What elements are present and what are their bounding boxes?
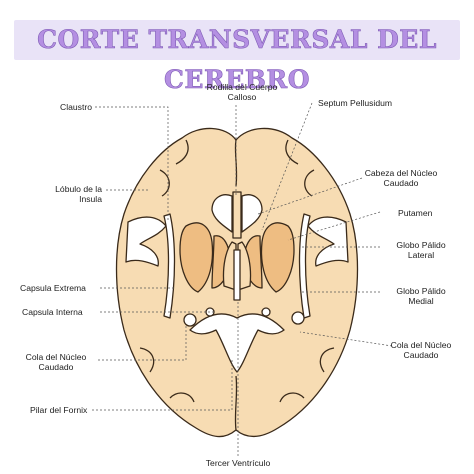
label-globo-palido-medial: Globo Pálido Medial [396, 286, 446, 306]
occipital-sulcus-right [279, 347, 335, 403]
label-claustro: Claustro [60, 102, 92, 112]
label-globo-palido-lateral: Globo Pálido Lateral [396, 240, 446, 260]
fornix-pillar-right [261, 307, 271, 317]
label-cola-nucleo-caudado-right: Cola del Núcleo Caudado [390, 340, 452, 360]
occipital-sulcus-left [139, 347, 195, 403]
label-capsula-interna: Capsula Interna [22, 307, 83, 317]
leader-putamen [287, 211, 381, 241]
leader-septum [261, 102, 313, 231]
leader-cola-right [299, 331, 393, 347]
label-capsula-extrema: Capsula Extrema [20, 283, 86, 293]
label-cola-nucleo-caudado-left: Cola del Núcleo Caudado [25, 352, 87, 372]
lateral-ventricle-left [211, 194, 233, 233]
putamen-right [260, 222, 295, 293]
label-cabeza-nucleo-caudado: Cabeza del Núcleo Caudado [364, 168, 438, 188]
septum-pellucidum [232, 191, 242, 239]
lateral-sulcus-right [307, 216, 349, 267]
leader-pilar [92, 360, 233, 411]
longitudinal-fissure-posterior [234, 375, 238, 431]
putamen-left [179, 222, 214, 293]
leader-claustro [95, 106, 169, 220]
diagram-title: CORTE TRANSVERSAL DEL CEREBRO [37, 25, 437, 95]
claustrum-left [163, 213, 176, 319]
label-septum-pellusidum: Septum Pellusidum [318, 98, 393, 108]
third-ventricle [233, 249, 241, 301]
frontal-sulcus-right [285, 139, 315, 197]
label-lobulo-insula: Lóbulo de la Insula [55, 184, 102, 204]
label-rodilla-cuerpo-calloso: Rodilla del Cuerpo Calloso [206, 82, 278, 102]
title-banner [14, 20, 460, 60]
label-pilar-fornix: Pilar del Fornix [30, 405, 88, 415]
leader-cola-left [98, 326, 187, 361]
posterior-horn [189, 313, 285, 373]
frontal-sulcus-left [159, 139, 189, 197]
lateral-sulcus-left [125, 216, 167, 267]
label-putamen: Putamen [398, 208, 433, 218]
label-tercer-ventriculo: Tercer Ventrículo [205, 458, 271, 468]
cola-caudado-left [183, 313, 197, 327]
lateral-ventricle-right [241, 194, 263, 233]
cola-caudado-right [291, 311, 305, 325]
